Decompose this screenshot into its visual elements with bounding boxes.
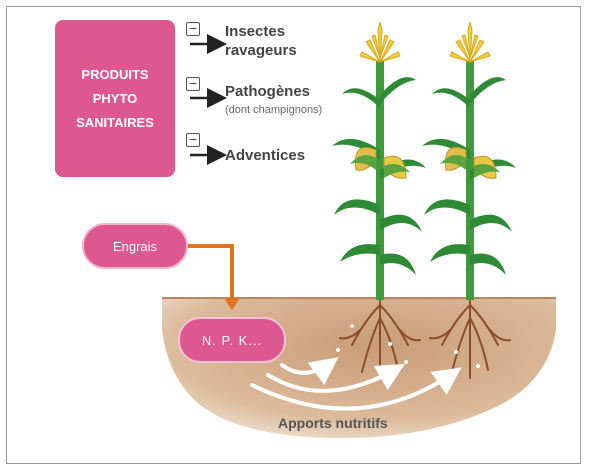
phytosanitary-products-box: PRODUITS PHYTO SANITAIRES: [55, 20, 175, 177]
target-insects-line-1: Insectes: [225, 22, 297, 41]
target-insects: Insectes ravageurs: [225, 22, 297, 60]
products-line-3: SANITAIRES: [76, 111, 154, 135]
engrais-connector: [188, 246, 232, 300]
corn-plant-left: [332, 22, 426, 300]
target-pathogens-label: Pathogènes: [225, 82, 322, 101]
npk-pill: N. P. K...: [178, 317, 286, 363]
minus-icon: −: [186, 77, 200, 91]
engrais-pill: Engrais: [82, 223, 188, 269]
corn-plant-right: [422, 22, 516, 300]
products-line-1: PRODUITS: [81, 63, 148, 87]
target-weeds-label: Adventices: [225, 147, 305, 164]
minus-icon: −: [186, 22, 200, 36]
target-insects-line-2: ravageurs: [225, 41, 297, 60]
target-pathogens: Pathogènes (dont champignons): [225, 82, 322, 120]
target-pathogens-note: (dont champignons): [225, 101, 322, 120]
target-weeds: Adventices: [225, 146, 305, 165]
nutrient-supply-caption: Apports nutritifs: [278, 415, 388, 431]
minus-icon: −: [186, 133, 200, 147]
products-line-2: PHYTO: [93, 87, 138, 111]
